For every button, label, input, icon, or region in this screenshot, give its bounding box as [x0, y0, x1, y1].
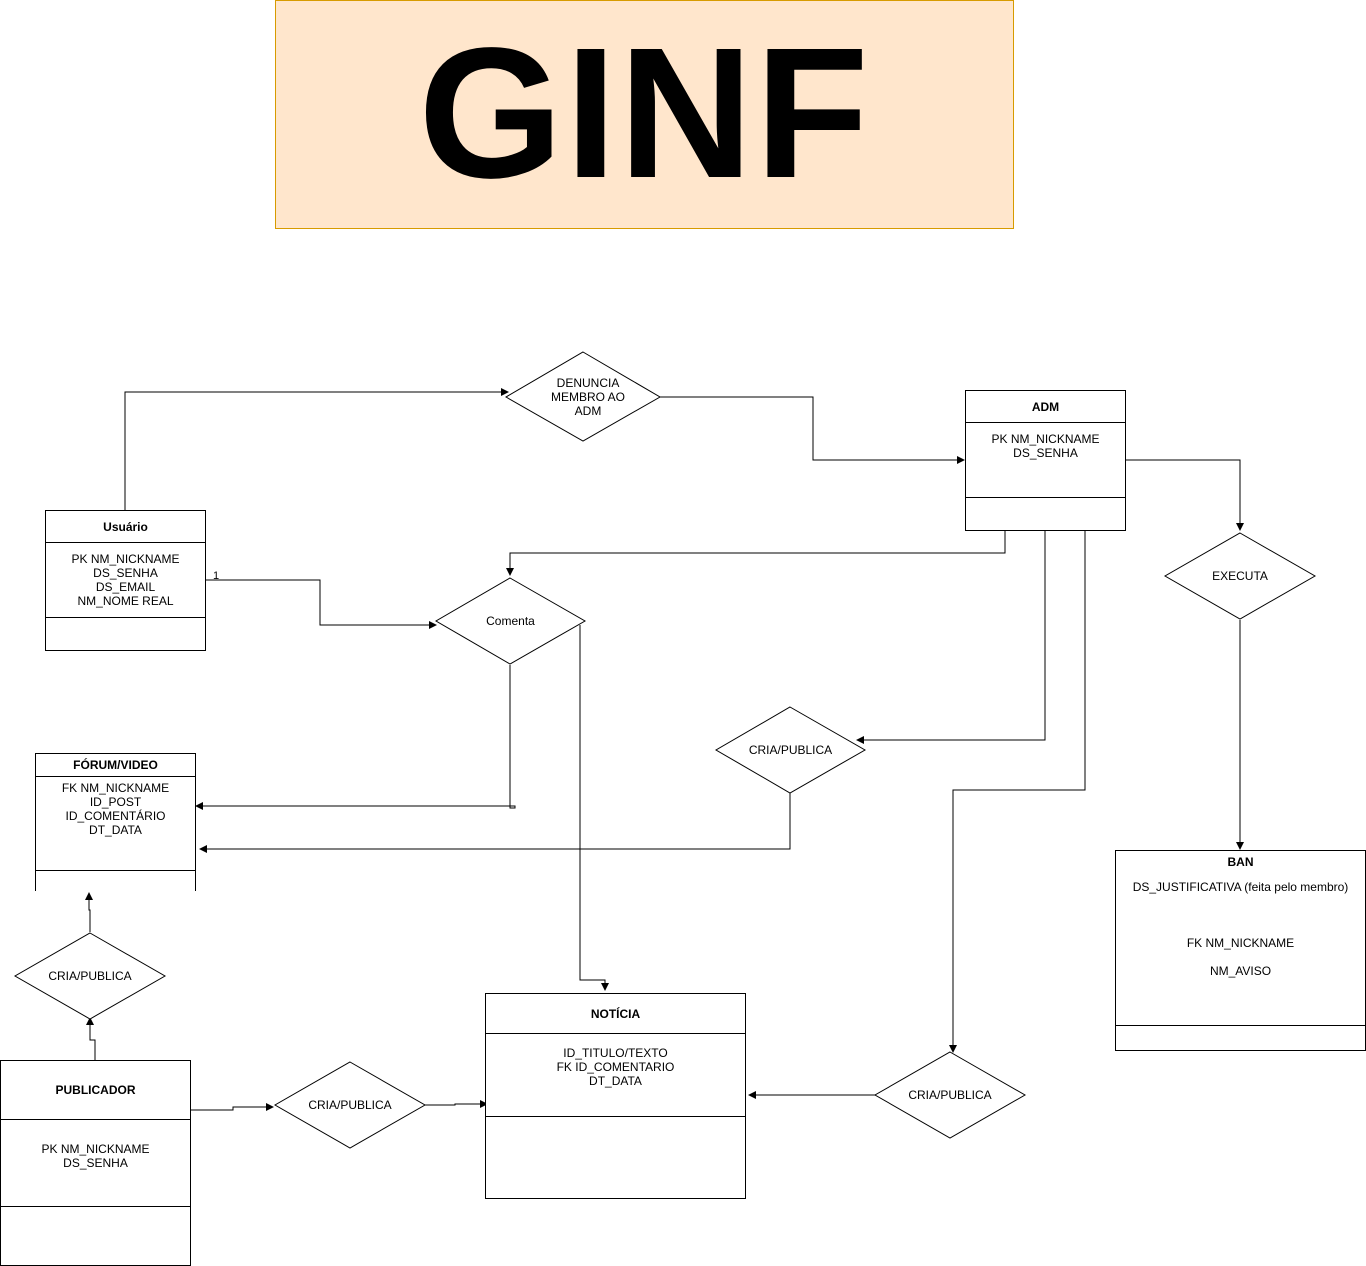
entity-publicador-fields: PK NM_NICKNAME DS_SENHA — [1, 1120, 190, 1207]
label-cria-adm-forum: CRIA/PUBLICA — [748, 743, 833, 757]
diamond-cria-adm-forum — [715, 706, 867, 794]
entity-usuario[interactable]: Usuário PK NM_NICKNAME DS_SENHA DS_EMAIL… — [45, 510, 206, 651]
field: DS_JUSTIFICATIVA (feita pelo membro) — [1132, 880, 1349, 894]
field: FK ID_COMENTARIO — [556, 1060, 675, 1074]
entity-ban-title: BAN — [1227, 855, 1254, 869]
field: ID_POST — [89, 795, 142, 809]
label-executa: EXECUTA — [1212, 569, 1268, 583]
banner-title: GINF — [418, 9, 871, 217]
field: ID_TITULO/TEXTO — [563, 1046, 668, 1060]
label-cria-pub-noticia: CRIA/PUBLICA — [308, 1098, 392, 1112]
diamond-cria-pub-forum — [13, 932, 167, 1020]
entity-noticia-title: NOTÍCIA — [486, 994, 745, 1034]
field — [1116, 950, 1365, 964]
field: PK NM_NICKNAME — [71, 552, 180, 566]
edge-adm-cria-noticia — [949, 530, 1086, 1053]
edge-adm-executa — [1125, 459, 1244, 531]
edge-comenta-noticia — [579, 625, 609, 991]
edge-pub-cria-noticia — [190, 1103, 274, 1111]
multiplicity-usuario-comenta: 1 — [213, 570, 220, 582]
edge-adm-comenta — [506, 530, 1006, 576]
field — [1116, 922, 1365, 936]
edge-cria-forum — [199, 793, 791, 853]
field: DT_DATA — [89, 823, 142, 837]
field: DS_SENHA — [63, 1156, 128, 1170]
entity-publicador[interactable]: PUBLICADOR PK NM_NICKNAME DS_SENHA — [0, 1060, 191, 1266]
field: FK NM_NICKNAME — [1186, 936, 1295, 950]
field: PK NM_NICKNAME — [41, 1142, 150, 1156]
field: FK NM_NICKNAME — [61, 781, 170, 795]
diamond-cria-adm-noticia — [873, 1051, 1027, 1139]
field: NM_AVISO — [1209, 964, 1272, 978]
entity-adm-title: ADM — [966, 391, 1125, 423]
field: ID_COMENTÁRIO — [65, 809, 166, 823]
label-cria-pub-forum: CRIA/PUBLICA — [48, 969, 132, 983]
diamond-comenta — [435, 577, 587, 665]
field — [1116, 894, 1365, 908]
edge-cria-forum-left — [85, 892, 93, 932]
field: DS_EMAIL — [95, 580, 156, 594]
entity-forum-fields: FK NM_NICKNAME ID_POST ID_COMENTÁRIO DT_… — [36, 777, 195, 871]
label-denuncia: DENUNCIA MEMBRO AO ADM — [550, 375, 625, 418]
field: NM_NOME REAL — [77, 594, 174, 608]
diamond-denuncia — [505, 351, 661, 442]
entity-noticia-fields: ID_TITULO/TEXTO FK ID_COMENTARIO DT_DATA — [486, 1034, 745, 1117]
edge-adm-cria-forum — [856, 530, 1046, 744]
entity-adm[interactable]: ADM PK NM_NICKNAME DS_SENHA — [965, 390, 1126, 531]
entity-ban-fields: DS_JUSTIFICATIVA (feita pelo membro) FK … — [1116, 873, 1365, 1026]
label-cria-adm-noticia: CRIA/PUBLICA — [908, 1088, 992, 1102]
edge-pub-cria-forum — [86, 1017, 96, 1060]
field: DT_DATA — [589, 1074, 642, 1088]
label-comenta: Comenta — [486, 614, 535, 628]
edge-comenta-forum — [195, 665, 516, 810]
entity-ban[interactable]: BAN DS_JUSTIFICATIVA (feita pelo membro)… — [1115, 850, 1366, 1051]
entity-usuario-fields: PK NM_NICKNAME DS_SENHA DS_EMAIL NM_NOME… — [46, 543, 205, 618]
entity-publicador-title: PUBLICADOR — [1, 1061, 190, 1120]
entity-usuario-title: Usuário — [46, 511, 205, 543]
edge-denuncia-adm — [660, 396, 965, 464]
edge-usuario-comenta — [205, 579, 437, 629]
field: DS_SENHA — [1013, 446, 1078, 460]
entity-adm-fields: PK NM_NICKNAME DS_SENHA — [966, 423, 1125, 498]
diamond-cria-pub-noticia — [273, 1061, 427, 1149]
entity-noticia[interactable]: NOTÍCIA ID_TITULO/TEXTO FK ID_COMENTARIO… — [485, 993, 746, 1199]
title-banner: GINF — [275, 0, 1014, 229]
field: PK NM_NICKNAME — [991, 432, 1100, 446]
edge-cria-noticia-left — [425, 1100, 488, 1108]
field — [1116, 908, 1365, 922]
entity-forum-title: FÓRUM/VIDEO — [36, 754, 195, 777]
field: DS_SENHA — [93, 566, 158, 580]
diamond-executa — [1163, 532, 1317, 620]
edge-usuario-denuncia — [124, 388, 509, 510]
entity-forum-video[interactable]: FÓRUM/VIDEO FK NM_NICKNAME ID_POST ID_CO… — [35, 753, 196, 891]
